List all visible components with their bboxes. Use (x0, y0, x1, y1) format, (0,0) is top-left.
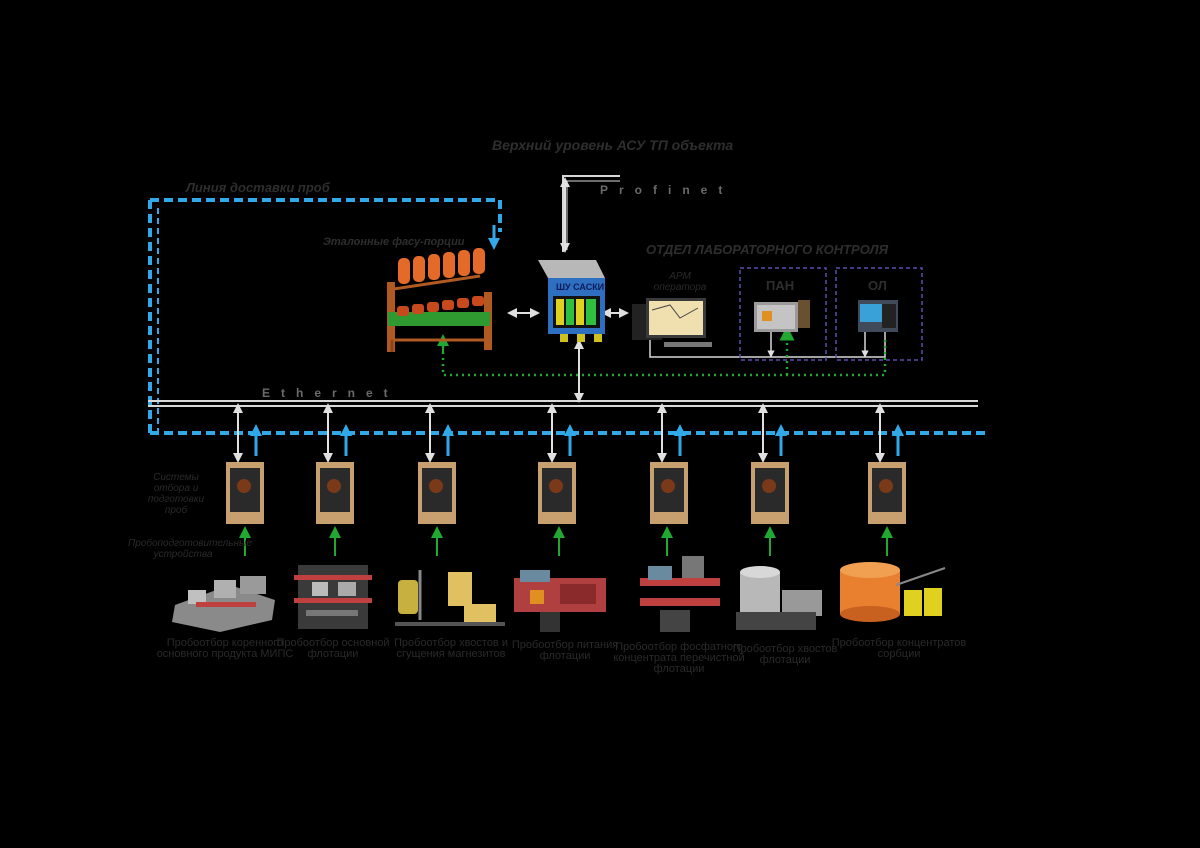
ethernet-bus (148, 400, 978, 407)
process-label: Пробоотбор концентратов сорбции (831, 637, 967, 660)
process-plant-icon (172, 576, 275, 632)
ethernet-label: Ethernet (262, 386, 399, 400)
sampler-unit-icon (418, 462, 456, 524)
process-plant-icon (395, 570, 505, 626)
sample-line-label: Линия доставки проб (186, 180, 330, 195)
sampler-unit-icon (538, 462, 576, 524)
process-plant-icon (640, 556, 720, 632)
ethernet-drops (233, 403, 885, 463)
ol-label: ОЛ (868, 278, 887, 293)
analysis-feedback-line (437, 325, 887, 377)
control-cabinet-icon (538, 260, 605, 342)
sampler-unit-icon (751, 462, 789, 524)
operator-workstation-icon (632, 298, 712, 347)
sampler-unit-icon (316, 462, 354, 524)
sampler-unit-icon (226, 462, 264, 524)
lab-control-label: ОТДЕЛ ЛАБОРАТОРНОГО КОНТРОЛЯ (646, 242, 889, 257)
process-plant-icon (840, 562, 946, 622)
profinet-link (560, 175, 620, 253)
ol-box (835, 267, 923, 361)
standard-samples-label: Эталонные фасу-порции (323, 236, 465, 248)
pan-label: ПАН (766, 278, 795, 293)
sample-delivery-line (148, 198, 985, 438)
process-equipment (172, 556, 946, 632)
pretreat-side-label: Пробоподготовительные устройства (128, 538, 252, 560)
cabinet-label: ШУ САСКИ (556, 282, 605, 292)
process-plant-icon (514, 570, 606, 632)
process-plant-icon (294, 565, 372, 629)
process-label: Пробоотбор питания флотации (511, 639, 619, 662)
profinet-label: Profinet (600, 183, 734, 197)
sampler-units (226, 462, 906, 524)
process-up-arrows (239, 526, 893, 556)
sample-rack-icon (386, 248, 492, 352)
process-label: Пробоотбор коренного основного продукта … (156, 637, 294, 660)
top-level-label: Верхний уровень АСУ ТП объекта (492, 137, 734, 153)
sampler-unit-icon (650, 462, 688, 524)
pan-box (739, 267, 827, 361)
pan-analyzer-icon (754, 300, 810, 332)
process-label: Пробоотбор основной флотации (276, 637, 390, 660)
process-label: Пробоотбор хвостов флотации (732, 643, 838, 666)
arm-label: АРМ оператора (653, 271, 707, 293)
process-label: Пробоотбор хвостов и сгущения магнезитов (394, 637, 508, 660)
sample-up-arrows (250, 424, 904, 456)
sampler-unit-icon (868, 462, 906, 524)
process-plant-icon (736, 566, 822, 630)
ol-analyzer-icon (858, 300, 898, 332)
sampler-side-label: Системы отбора и подготовки проб (147, 472, 205, 516)
process-label: Пробоотбор фосфатного концентрата перечи… (613, 641, 745, 675)
